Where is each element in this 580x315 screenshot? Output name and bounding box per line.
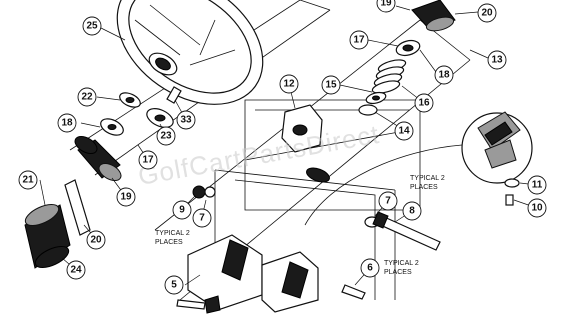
callout-33: 33 [176,110,196,130]
washer-22 [119,92,141,108]
callout-23: 23 [156,126,176,146]
steering-wheel [116,0,264,105]
callout-7-right: 7 [378,191,398,211]
svg-text:18: 18 [61,118,73,129]
callout-20-left: 20 [86,230,106,250]
callout-17-top: 17 [349,30,369,50]
note-left-line1: TYPICAL 2 [155,230,190,237]
svg-text:10: 10 [531,203,543,214]
callout-8: 8 [402,201,422,221]
bracket-5 [187,234,319,314]
svg-text:24: 24 [70,265,82,276]
callouts: 25 19 20 17 13 18 12 15 16 22 33 14 18 2… [18,0,547,295]
note-left-line2: PLACES [155,239,183,246]
coupler-21-24 [24,203,71,269]
svg-text:18: 18 [438,70,450,81]
callout-19-left: 19 [116,187,136,207]
note-left: TYPICAL 2 PLACES [155,230,190,246]
svg-text:17: 17 [142,155,154,166]
callout-5: 5 [164,275,184,295]
washer-15 [365,91,387,105]
callout-19-top: 19 [376,0,396,13]
note-right-line1: TYPICAL 2 [410,175,445,182]
svg-text:22: 22 [81,92,93,103]
bolt-33 [166,86,182,104]
svg-text:16: 16 [418,98,430,109]
svg-text:20: 20 [481,8,493,19]
callout-20-top: 20 [477,3,497,23]
callout-6: 6 [360,258,380,278]
callout-10: 10 [527,198,547,218]
nut-17-right [395,39,421,57]
callout-12: 12 [279,74,299,94]
svg-text:12: 12 [283,79,295,90]
note-bottom: TYPICAL 2 PLACES [384,260,419,276]
nut-11-bolt-10 [504,178,520,206]
svg-text:33: 33 [180,115,192,126]
svg-text:6: 6 [367,263,373,274]
note-bottom-line1: TYPICAL 2 [384,260,419,267]
callout-25: 25 [82,16,102,36]
bearing-19-left [74,135,122,182]
bolt-8 [372,211,441,251]
bolt-6 [341,284,366,300]
callout-15: 15 [321,75,341,95]
svg-text:19: 19 [380,0,392,9]
svg-text:17: 17 [353,35,365,46]
svg-text:23: 23 [160,131,172,142]
svg-text:25: 25 [86,21,98,32]
bearing-23 [146,108,174,128]
callout-21: 21 [18,170,38,190]
callout-16: 16 [414,93,434,113]
svg-text:13: 13 [491,55,503,66]
svg-text:7: 7 [385,196,391,207]
callout-18-left: 18 [57,113,77,133]
callout-7-left: 7 [192,208,212,228]
note-right: TYPICAL 2 PLACES [410,175,445,191]
callout-14: 14 [394,121,414,141]
callout-11: 11 [527,175,547,195]
steering-shaft-left [64,179,91,236]
callout-24: 24 [66,260,86,280]
svg-text:14: 14 [398,126,410,137]
detail-inset [461,111,533,184]
washer-9 [192,185,216,199]
svg-text:19: 19 [120,192,132,203]
svg-text:9: 9 [179,205,185,216]
svg-text:8: 8 [409,206,415,217]
callout-22: 22 [77,87,97,107]
svg-text:21: 21 [22,175,34,186]
note-right-line2: PLACES [410,184,438,191]
callout-9: 9 [172,200,192,220]
note-bottom-line2: PLACES [384,269,412,276]
svg-text:5: 5 [171,280,177,291]
bracket-12 [281,104,330,183]
svg-text:20: 20 [90,235,102,246]
ring-14 [358,104,378,116]
bolt-bottom [176,299,206,310]
cable-line [304,144,463,226]
callout-13: 13 [487,50,507,70]
spring-16 [371,59,407,94]
nut-18-left [100,118,124,136]
svg-text:15: 15 [325,80,337,91]
leader-lines [39,5,538,286]
svg-text:11: 11 [532,180,543,191]
callout-17-left: 17 [138,150,158,170]
svg-text:7: 7 [199,213,205,224]
bearing-19-right [411,0,456,32]
callout-18-top: 18 [434,65,454,85]
